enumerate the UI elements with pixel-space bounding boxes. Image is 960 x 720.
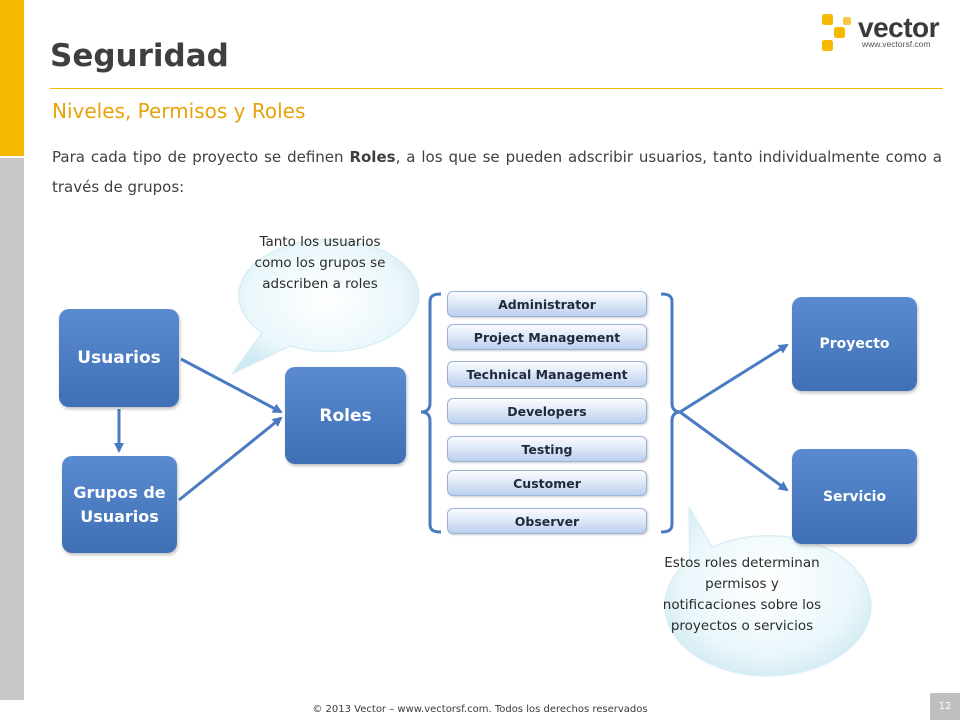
vector-logo-icon (822, 14, 851, 51)
role-developers: Developers (447, 398, 647, 424)
sidebar-separator (0, 156, 24, 158)
page-number: 12 (930, 693, 960, 720)
arrow-usuarios-to-roles (180, 357, 283, 414)
role-administrator: Administrator (447, 291, 647, 317)
arrow-grupos-to-roles (178, 416, 283, 502)
role-testing: Testing (447, 436, 647, 462)
role-observer: Observer (447, 508, 647, 534)
grupos-usuarios-box: Grupos de Usuarios (62, 456, 177, 553)
sidebar-gray-bar (0, 158, 24, 720)
role-technical-management: Technical Management (447, 361, 647, 387)
intro-text-bold: Roles (349, 148, 396, 166)
bubble-right-text: Estos roles determinan permisos y notifi… (662, 555, 822, 634)
logo-wordmark: vector (858, 12, 940, 43)
speech-bubble-left (231, 238, 420, 375)
arrow-to-servicio (679, 410, 789, 492)
intro-text-before: Para cada tipo de proyecto se definen (52, 148, 350, 166)
roles-box: Roles (285, 367, 406, 464)
usuarios-box: Usuarios (59, 309, 179, 407)
footer-bar (0, 700, 960, 720)
logo-url: www.vectorsf.com (862, 39, 931, 49)
left-brace (420, 292, 442, 534)
page-subtitle: Niveles, Permisos y Roles (52, 99, 306, 123)
sidebar-accent-bar (0, 0, 24, 158)
proyecto-box: Proyecto (792, 297, 917, 391)
intro-paragraph: Para cada tipo de proyecto se definen Ro… (52, 142, 942, 202)
role-project-management: Project Management (447, 324, 647, 350)
servicio-box: Servicio (792, 449, 917, 544)
intro-text-after: , a los que se pueden adscribir usuarios… (52, 148, 942, 196)
bubble-left-text: Tanto los usuarios como los grupos se ad… (254, 234, 386, 292)
arrow-to-proyecto (679, 343, 789, 414)
footer-copyright: © 2013 Vector – www.vectorsf.com. Todos … (312, 704, 648, 715)
title-rule (50, 88, 943, 89)
page-title: Seguridad (50, 38, 229, 74)
right-brace (660, 292, 682, 534)
role-customer: Customer (447, 470, 647, 496)
